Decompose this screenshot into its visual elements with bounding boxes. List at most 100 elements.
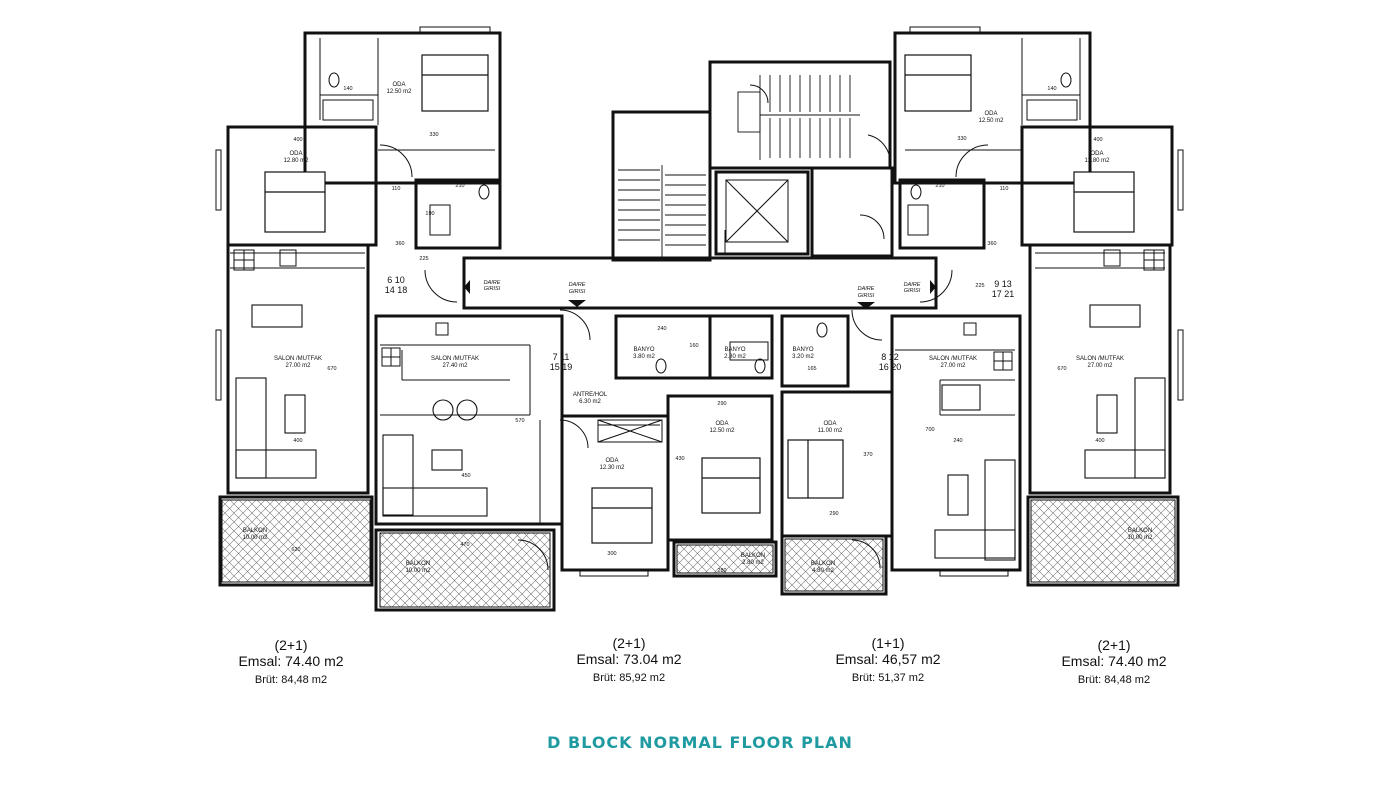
room-name: ODA <box>1090 151 1103 157</box>
unit-type: (2+1) <box>612 635 646 651</box>
room-area: 4.80 m2 <box>812 568 834 574</box>
furniture <box>235 304 1166 561</box>
room-area: 27.00 m2 <box>285 363 311 369</box>
cl-balkon-wall <box>374 528 556 612</box>
dimension: 110 <box>1000 186 1009 192</box>
dimension: 360 <box>395 241 404 247</box>
cl-oda2-wall <box>666 394 774 542</box>
unit-number: 6 10 <box>387 275 405 285</box>
dimension: 400 <box>293 137 302 143</box>
room-area: 3.20 m2 <box>792 354 814 360</box>
corridor-wall <box>462 256 938 310</box>
dimension: 450 <box>461 473 470 479</box>
kitchen-stoves <box>233 249 1165 371</box>
dimension: 210 <box>935 183 944 189</box>
unit-number: 15 19 <box>550 362 573 372</box>
room-area: 6.30 m2 <box>579 399 601 405</box>
dimension: 140 <box>1047 86 1056 92</box>
room-name: BANYO <box>724 347 745 353</box>
unit-number: 17 21 <box>992 289 1015 299</box>
dimension: 670 <box>1057 366 1066 372</box>
room-area: 12.50 m2 <box>709 428 735 434</box>
room-name: BALKON <box>1128 528 1152 534</box>
room-area: 3.80 m2 <box>633 354 655 360</box>
unit-type: (2+1) <box>1097 637 1131 653</box>
dimension: 570 <box>515 418 524 424</box>
room-name: ODA <box>823 421 836 427</box>
unit-summary-4: (2+1) Emsal: 74.40 m2 Brüt: 84,48 m2 <box>1004 637 1224 686</box>
arrow-icon <box>568 300 586 307</box>
left-top-oda-wall <box>303 31 502 185</box>
room-area: 11.00 m2 <box>818 428 843 434</box>
unit-type: (1+1) <box>871 635 905 651</box>
dimension: 210 <box>455 183 464 189</box>
unit-number: 9 13 <box>994 279 1012 289</box>
right-balkon-wall <box>1026 495 1180 587</box>
room-name: ODA <box>605 458 618 464</box>
dimension: 225 <box>975 283 984 289</box>
entrance-labels: DAIRE GIRISI DAIRE GIRISI DAIRE GIRISI D… <box>484 280 921 299</box>
door-swings <box>379 84 989 571</box>
unit-gross-area: Brüt: 51,37 m2 <box>851 672 925 684</box>
dimension: 165 <box>807 366 816 372</box>
dimension: 670 <box>327 366 336 372</box>
dimension: 430 <box>675 456 684 462</box>
unit-gross-area: Brüt: 84,48 m2 <box>1077 674 1151 686</box>
dimension: 110 <box>392 186 401 192</box>
stair-wall <box>611 110 712 262</box>
entrance-label: GIRISI <box>569 289 586 295</box>
dimension: 330 <box>957 136 966 142</box>
dimension: 240 <box>953 438 962 444</box>
room-area: 12.50 m2 <box>386 89 412 95</box>
room-area: 12.80 m2 <box>283 158 309 164</box>
room-name: BALKON <box>811 561 835 567</box>
arrow-icon <box>930 280 936 294</box>
unit-number: 14 18 <box>385 285 408 295</box>
dimension: 360 <box>987 241 996 247</box>
dimension: 300 <box>607 551 616 557</box>
cr-banyo-wall <box>780 314 850 388</box>
left-wc-wall <box>414 178 502 250</box>
entrance-label: GIRISI <box>904 288 921 294</box>
unit-numbers: 6 10 14 18 7 11 15 19 8 12 16 20 9 13 17… <box>385 275 1015 372</box>
windows <box>215 26 1184 577</box>
dimension: 290 <box>829 511 838 517</box>
cl-banyo2-wall <box>708 314 774 380</box>
dimension: 280 <box>717 568 726 574</box>
right-salon-wall <box>1028 243 1172 495</box>
balcony-hatching <box>221 499 1176 608</box>
room-area: 2.80 m2 <box>724 354 746 360</box>
left-balkon-wall <box>218 495 374 587</box>
room-name: SALON /MUTFAK <box>929 356 977 362</box>
dimension: 470 <box>460 542 469 548</box>
room-name: ODA <box>984 111 997 117</box>
entrance-label: DAIRE <box>858 286 875 292</box>
unit-gross-area: Brüt: 85,92 m2 <box>592 672 666 684</box>
dimension: 160 <box>689 343 698 349</box>
room-area: 12.30 m2 <box>599 465 625 471</box>
room-name: BALKON <box>741 553 765 559</box>
unit-type: (2+1) <box>274 637 308 653</box>
beds <box>264 54 1135 544</box>
unit-number: 8 12 <box>881 352 899 362</box>
room-area: 12.80 m2 <box>1084 158 1110 164</box>
room-area: 10.00 m2 <box>1127 535 1153 541</box>
room-name: ODA <box>289 151 302 157</box>
entrance-label: GIRISI <box>484 286 501 292</box>
dimension: 290 <box>717 401 726 407</box>
right-wc-wall <box>898 178 986 250</box>
unit-net-area: Emsal: 74.40 m2 <box>238 653 344 669</box>
elevator-shaft <box>597 179 789 443</box>
room-area: 2.80 m2 <box>742 560 764 566</box>
room-name: BANYO <box>792 347 813 353</box>
cr-salon-wall <box>890 314 1022 572</box>
dimension: 700 <box>925 427 934 433</box>
entrance-label: DAIRE <box>484 280 501 286</box>
dimension: 400 <box>293 438 302 444</box>
right-top-oda-wall <box>893 31 1092 185</box>
room-name: BANYO <box>633 347 654 353</box>
core-top-wall <box>708 60 892 170</box>
cr-balkon-wall <box>780 534 888 596</box>
dimension: 240 <box>657 326 666 332</box>
